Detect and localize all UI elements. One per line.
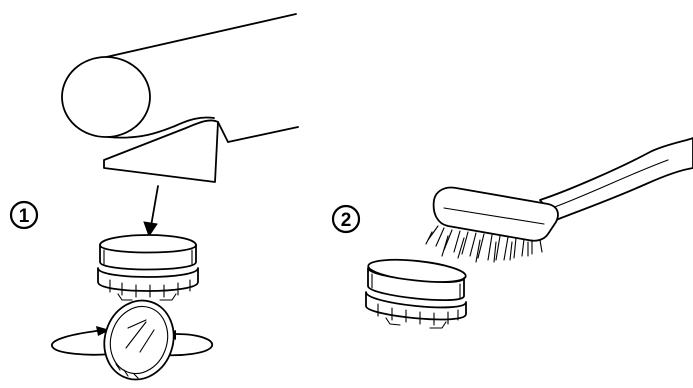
wire-brush-icon xyxy=(426,138,693,262)
aerator-icon xyxy=(366,256,467,328)
step-2-badge: 2 xyxy=(333,206,359,232)
aerator-icon xyxy=(98,235,198,300)
step-1-badge: 1 xyxy=(11,202,37,228)
coin-icon xyxy=(94,291,183,388)
step-2-panel: 2 xyxy=(333,138,693,328)
faucet-spout-icon xyxy=(62,14,298,182)
step-1-number: 1 xyxy=(19,206,30,227)
down-arrow-icon xyxy=(144,186,158,236)
step-2-number: 2 xyxy=(341,210,352,231)
step-1-panel: 1 xyxy=(11,14,298,388)
